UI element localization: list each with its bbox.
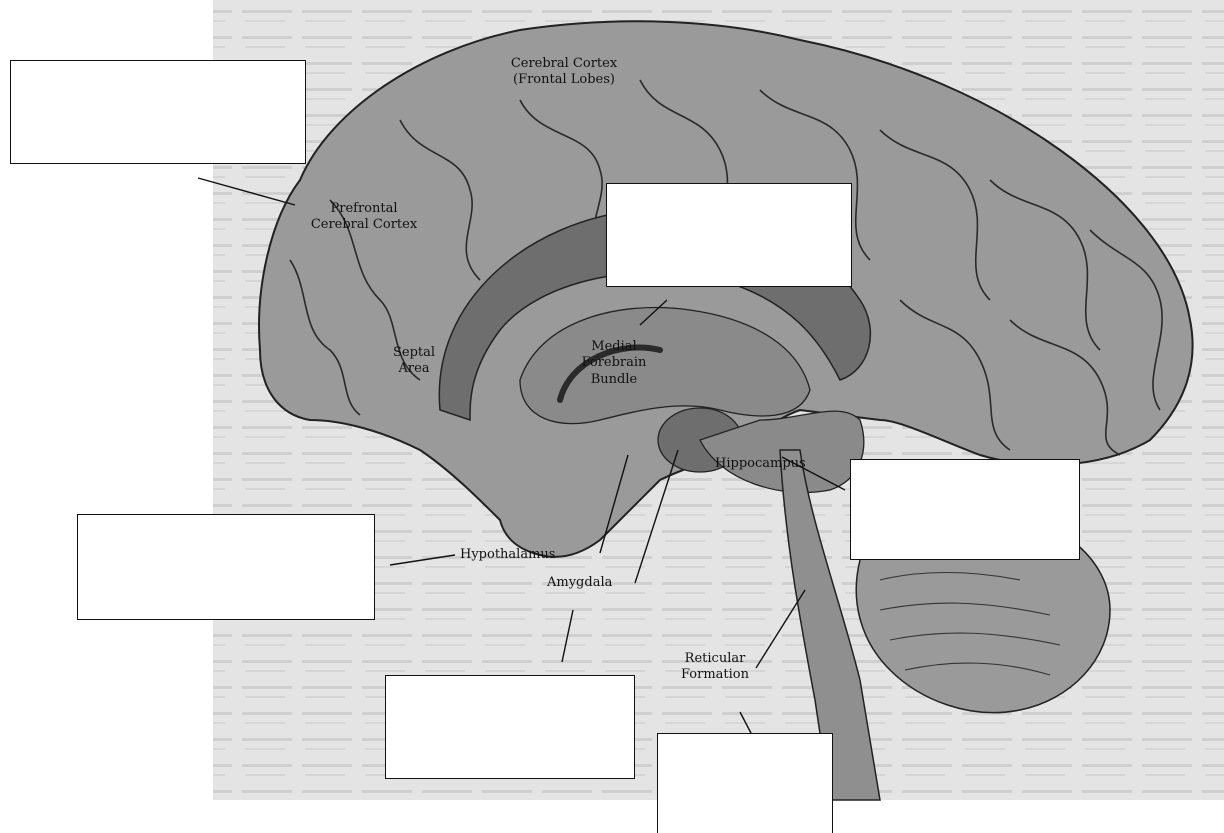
hippocampus-label: Hippocampus	[715, 456, 806, 472]
medial-forebrain-bundle-label: Medial Forebrain Bundle	[582, 339, 647, 388]
answer-box-bottom-center[interactable]	[385, 675, 635, 779]
amygdala-label: Amygdala	[547, 575, 612, 591]
septal-area-label: Septal Area	[393, 345, 435, 378]
hypothalamus-label: Hypothalamus	[460, 547, 555, 563]
cerebral-cortex-label: Cerebral Cortex (Frontal Lobes)	[511, 56, 617, 89]
answer-box-bottom-right[interactable]	[657, 733, 833, 833]
answer-box-right[interactable]	[850, 459, 1080, 560]
reticular-formation-label: Reticular Formation	[681, 651, 749, 684]
prefrontal-cortex-label: Prefrontal Cerebral Cortex	[311, 201, 417, 234]
answer-box-left[interactable]	[77, 514, 375, 620]
answer-box-top-left[interactable]	[10, 60, 306, 164]
answer-box-center-top[interactable]	[606, 183, 852, 287]
